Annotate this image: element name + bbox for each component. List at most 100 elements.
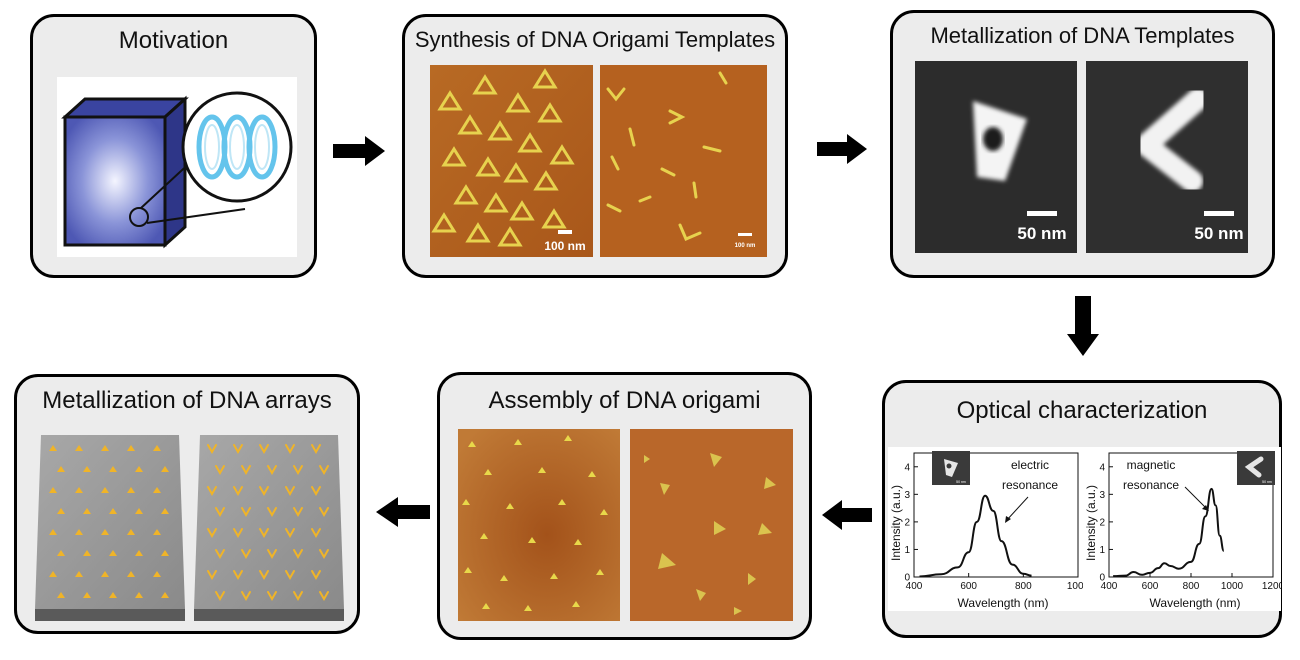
vshape-array-slab — [194, 435, 344, 621]
gold-vshape — [285, 444, 295, 455]
gold-vshape — [215, 465, 225, 476]
y-tick-label: 1 — [904, 545, 910, 556]
synthesis-scale-right: 100 nm — [735, 243, 756, 249]
synthesis-title: Synthesis of DNA Origami Templates — [414, 27, 776, 52]
gold-triangle — [49, 571, 57, 577]
motivation-panel: Motivation — [30, 14, 317, 278]
gold-triangle — [49, 487, 57, 493]
magnetic-annotation-line2: resonance — [1123, 478, 1179, 492]
y-axis-label: Intensity (a.u.) — [889, 485, 903, 561]
gold-vshape — [293, 591, 303, 602]
gold-triangle — [153, 487, 161, 493]
x-tick-label: 800 — [1015, 581, 1032, 592]
gold-triangle — [57, 466, 65, 472]
gold-vshape — [233, 528, 243, 539]
gold-triangle — [161, 508, 169, 514]
afm-vshapes-image: 100 nm — [600, 65, 767, 257]
y-tick-label: 2 — [904, 517, 910, 528]
y-tick-label: 1 — [1099, 545, 1105, 556]
inset-scale-label: 50 nm — [956, 480, 966, 484]
gold-triangle — [153, 445, 161, 451]
gold-vshape — [259, 486, 269, 497]
gold-triangle — [135, 592, 143, 598]
gold-vshape — [319, 549, 329, 560]
arrow-right-icon — [817, 134, 867, 164]
gold-triangle — [161, 466, 169, 472]
gold-triangle — [109, 508, 117, 514]
gold-triangle — [135, 508, 143, 514]
metallization-templates-title: Metallization of DNA Templates — [930, 23, 1235, 48]
gold-vshape — [241, 549, 251, 560]
arrow-down-icon — [1067, 296, 1099, 356]
gold-triangle — [83, 508, 91, 514]
x-tick-label: 800 — [1183, 581, 1200, 592]
gold-vshape — [259, 570, 269, 581]
gold-triangle — [109, 466, 117, 472]
gold-triangle — [101, 445, 109, 451]
assembly-title: Assembly of DNA origami — [488, 387, 761, 414]
gold-triangle — [127, 571, 135, 577]
gold-triangle — [153, 529, 161, 535]
y-tick-label: 4 — [904, 462, 910, 473]
synthesis-scale-left: 100 nm — [544, 239, 585, 253]
gold-vshape — [319, 507, 329, 518]
gold-vshape — [319, 465, 329, 476]
metallization-templates-panel: Metallization of DNA Templates 50 nm 50 … — [890, 10, 1275, 278]
metallization-scale-left: 50 nm — [1017, 224, 1066, 243]
gold-triangle — [127, 445, 135, 451]
y-tick-label: 2 — [1099, 517, 1105, 528]
gold-vshape — [311, 570, 321, 581]
arrow-left-icon — [376, 497, 430, 527]
zoom-origin-circle — [129, 207, 149, 227]
gold-vshape — [215, 591, 225, 602]
optical-panel: Optical characterization 400600800100001… — [882, 380, 1282, 638]
x-tick-label: 1000 — [1221, 581, 1244, 592]
gold-vshape — [311, 486, 321, 497]
arrow-left-icon — [822, 500, 872, 530]
gold-triangle — [75, 445, 83, 451]
y-tick-label: 4 — [1099, 462, 1105, 473]
gold-vshape — [267, 465, 277, 476]
gold-vshape — [233, 570, 243, 581]
arrays-title: Metallization of DNA arrays — [42, 387, 332, 414]
gold-triangle — [135, 466, 143, 472]
gold-triangle — [153, 571, 161, 577]
gold-vshape — [285, 528, 295, 539]
gold-triangle — [127, 487, 135, 493]
spectrum-line — [919, 494, 1032, 578]
synthesis-panel: Synthesis of DNA Origami Templates — [402, 14, 788, 278]
inset-image: 50 nm — [932, 451, 970, 485]
arrow-right-icon — [333, 136, 385, 166]
gold-triangle — [49, 445, 57, 451]
gold-triangle — [57, 508, 65, 514]
gold-vshape — [215, 549, 225, 560]
magnetic-annotation-line1: magnetic — [1127, 458, 1176, 472]
afm-triangles-image: 100 nm — [430, 65, 593, 257]
gold-vshape — [285, 486, 295, 497]
gold-vshape — [293, 507, 303, 518]
triangle-array-slab — [35, 435, 185, 621]
y-axis-label: Intensity (a.u.) — [1084, 485, 1098, 561]
arrays-panel: Metallization of DNA arrays — [14, 374, 360, 634]
electric-annotation-line1: electric — [1011, 458, 1049, 472]
gold-triangle — [109, 550, 117, 556]
x-tick-label: 600 — [960, 581, 977, 592]
gold-vshape — [207, 486, 217, 497]
x-tick-label: 600 — [1142, 581, 1159, 592]
gold-vshape — [233, 486, 243, 497]
sem-vshape-image: 50 nm — [1086, 61, 1248, 253]
gold-vshape — [259, 444, 269, 455]
gold-triangle — [161, 592, 169, 598]
assembly-panel: Assembly of DNA origami — [437, 372, 812, 640]
optical-title: Optical characterization — [956, 397, 1208, 424]
gold-vshape — [207, 528, 217, 539]
gold-vshape — [285, 570, 295, 581]
gold-triangle — [135, 550, 143, 556]
gold-triangle — [75, 571, 83, 577]
spectrum-line — [1113, 487, 1225, 578]
gold-vshape — [267, 507, 277, 518]
gold-vshape — [241, 465, 251, 476]
electric-resonance-chart: 400600800100001234 Intensity (a.u.) Wave… — [888, 447, 1086, 611]
magnetic-resonance-chart: 4006008001000120001234 Intensity (a.u.) … — [1083, 447, 1281, 611]
